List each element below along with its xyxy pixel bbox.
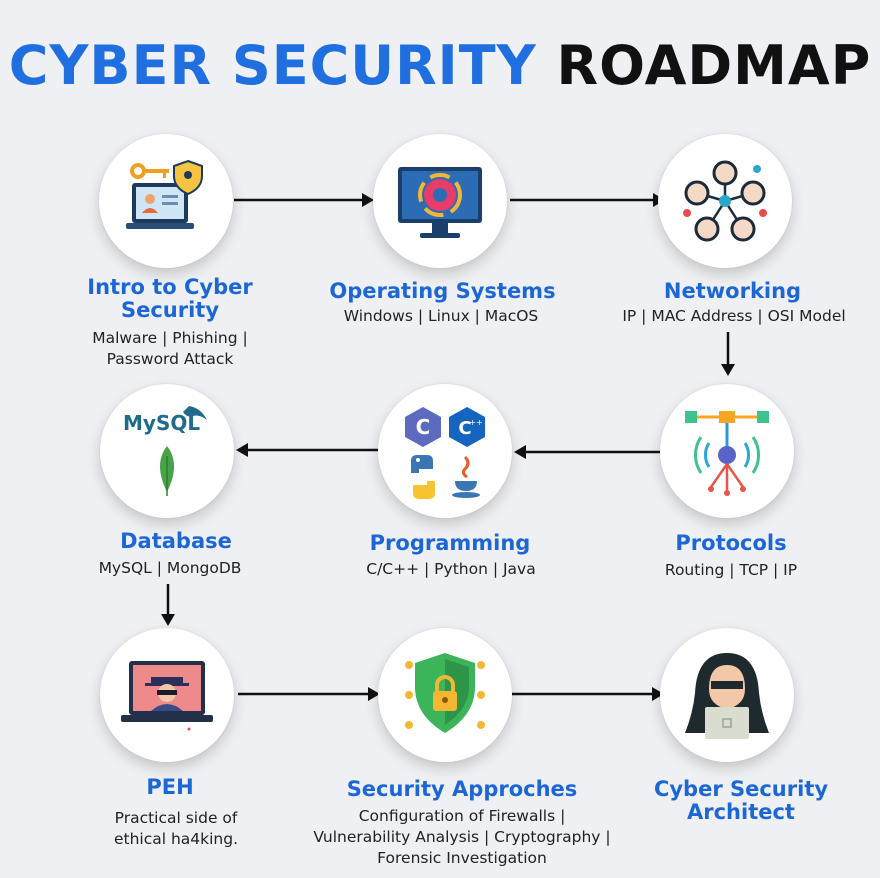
hacker-laptop-icon — [121, 661, 213, 731]
step-security-desc-line: Forensic Investigation — [377, 849, 547, 867]
step-architect-node — [660, 628, 794, 762]
database-logos-icon: MySQL — [123, 406, 207, 496]
svg-text:C: C — [458, 418, 471, 439]
step-programming-desc: C/C++ | Python | Java — [340, 559, 562, 580]
arrow-programming-to-database — [236, 443, 378, 457]
step-database-label: Database — [120, 529, 232, 553]
step-networking-desc: IP | MAC Address | OSI Model — [596, 306, 872, 327]
hooded-hacker-icon — [685, 653, 769, 739]
title-part-blue: CYBER SECURITY — [8, 34, 537, 97]
page-title: CYBER SECURITY ROADMAP — [0, 34, 880, 97]
title-part-black: ROADMAP — [556, 34, 872, 97]
step-intro-label: Intro to Cyber Security — [87, 275, 253, 322]
arrow-os-to-networking — [510, 193, 665, 207]
arrow-intro-to-os — [234, 193, 374, 207]
step-networking-label: Networking — [663, 279, 802, 303]
svg-text:++: ++ — [469, 418, 482, 427]
protocol-tree-icon — [685, 411, 769, 496]
arrow-protocols-to-programming — [514, 445, 660, 459]
shield-lock-icon — [405, 653, 485, 733]
step-security-desc-line: Configuration of Firewalls | — [358, 807, 566, 825]
step-peh-label: PEH — [146, 775, 194, 799]
step-intro-desc-line: Malware | Phishing | — [92, 329, 248, 347]
step-programming-desc-line: C/C++ | Python | Java — [366, 560, 536, 578]
step-intro-desc: Malware | Phishing | Password Attack — [65, 328, 275, 370]
step-peh-node — [100, 628, 234, 762]
arrow-database-to-peh — [161, 584, 175, 626]
step-os-node — [373, 134, 507, 268]
arrow-peh-to-security — [238, 687, 380, 701]
step-database-node: MySQL — [100, 384, 234, 518]
step-security-label: Security Approches — [346, 777, 578, 801]
svg-text:C: C — [416, 415, 431, 439]
step-protocols-desc: Routing | TCP | IP — [640, 560, 822, 581]
step-protocols-label: Protocols — [675, 531, 787, 555]
laptop-key-shield-icon — [126, 159, 203, 229]
step-security-node — [378, 628, 512, 762]
step-protocols-node — [660, 384, 794, 518]
step-peh-desc: Practical side of ethical ha4king. — [86, 808, 266, 850]
step-networking-desc-line: IP | MAC Address | OSI Model — [622, 307, 846, 325]
step-intro-desc-line: Password Attack — [106, 350, 234, 368]
programming-languages-icon: C C ++ — [405, 407, 485, 499]
step-database-desc-line: MySQL | MongoDB — [98, 559, 242, 577]
step-programming-label: Programming — [369, 531, 531, 555]
step-os-desc-line: Windows | Linux | MacOS — [343, 307, 539, 325]
step-security-desc-line: Vulnerability Analysis | Cryptography | — [313, 828, 611, 846]
network-people-icon — [683, 160, 767, 242]
step-architect-label: Cyber Security Architect — [653, 777, 829, 824]
step-intro-node — [99, 134, 233, 268]
step-peh-desc-line: ethical ha4king. — [113, 830, 239, 848]
monitor-gear-icon — [398, 167, 482, 238]
step-database-desc: MySQL | MongoDB — [80, 558, 260, 579]
step-peh-desc-line: Practical side of — [114, 809, 238, 827]
arrow-networking-to-protocols — [721, 332, 735, 376]
step-networking-node — [658, 134, 792, 268]
step-os-desc: Windows | Linux | MacOS — [316, 306, 566, 327]
step-os-label: Operating Systems — [329, 279, 556, 303]
step-programming-node: C C ++ — [378, 384, 512, 518]
step-security-desc: Configuration of Firewalls | Vulnerabili… — [282, 806, 642, 869]
arrow-security-to-architect — [512, 687, 664, 701]
step-protocols-desc-line: Routing | TCP | IP — [664, 561, 798, 579]
